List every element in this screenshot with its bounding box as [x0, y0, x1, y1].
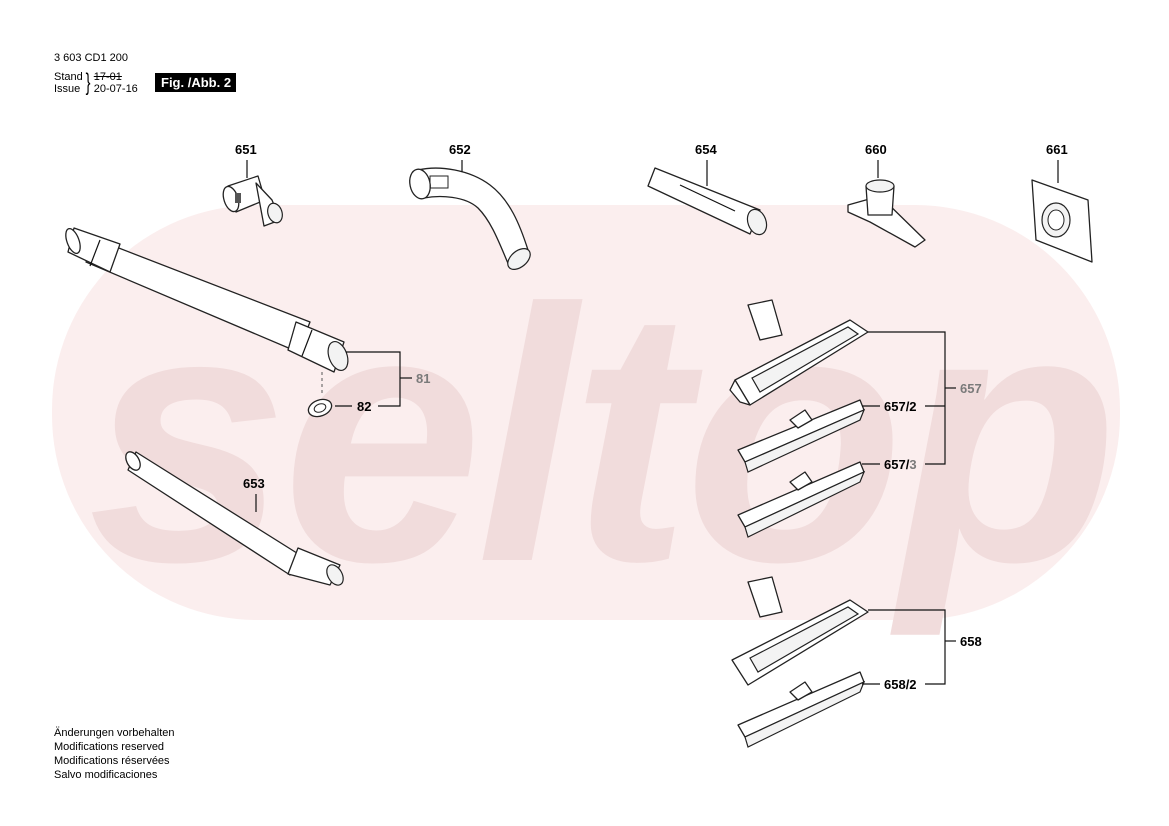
label-661: 661	[1046, 142, 1068, 157]
part-hose-tube	[65, 227, 349, 395]
part-657-2-insert	[737, 399, 866, 473]
part-651-adapter	[222, 175, 283, 227]
label-657-3-main: 657/	[884, 457, 910, 472]
label-652: 652	[449, 142, 471, 157]
label-658-2: 658/2	[884, 677, 917, 692]
notice-line-es: Salvo modificaciones	[54, 769, 158, 781]
part-82-clip	[307, 398, 333, 418]
part-661-seal	[1031, 179, 1093, 263]
part-653-tube	[125, 451, 344, 586]
label-657: 657	[960, 381, 982, 396]
part-657-floor-nozzle	[729, 299, 869, 406]
notice-line-de: Änderungen vorbehalten	[54, 727, 175, 739]
notice-line-en: Modifications reserved	[54, 741, 165, 753]
part-660-attachment	[847, 179, 926, 248]
part-658-floor-nozzle	[731, 576, 869, 686]
modifications-notice: Änderungen vorbehalten Modifications res…	[54, 726, 174, 782]
label-81: 81	[416, 371, 430, 386]
watermark-pill	[52, 205, 1120, 620]
label-82: 82	[357, 399, 371, 414]
label-657-3: 657/3	[884, 457, 917, 472]
stand-label: Stand	[54, 71, 83, 83]
part-654-nozzle	[647, 167, 768, 236]
issue-label: Issue	[54, 83, 81, 95]
issue-value: 20-07-16	[93, 83, 138, 95]
label-657-3-suffix: 3	[909, 457, 916, 472]
label-653: 653	[243, 476, 265, 491]
part-657-3-insert	[737, 461, 866, 538]
brace-icon: }	[85, 69, 91, 96]
label-658: 658	[960, 634, 982, 649]
document-number: 3 603 CD1 200	[54, 52, 128, 64]
label-657-2: 657/2	[884, 399, 917, 414]
stand-issue-block: Stand Issue } 17-01 20-07-16	[54, 69, 138, 96]
stand-value-old: 17-01	[93, 71, 122, 83]
stand-issue-labels: Stand Issue	[54, 71, 83, 95]
label-651: 651	[235, 142, 257, 157]
part-652-elbow	[409, 167, 531, 270]
watermark: seltop	[52, 205, 1120, 639]
figure-badge: Fig. /Abb. 2	[155, 73, 237, 92]
notice-line-fr: Modifications réservées	[54, 755, 170, 767]
label-660: 660	[865, 142, 887, 157]
label-654: 654	[695, 142, 717, 157]
part-658-2-insert	[737, 671, 866, 748]
leader-lines	[246, 160, 1059, 685]
stand-issue-values: 17-01 20-07-16	[94, 71, 138, 95]
